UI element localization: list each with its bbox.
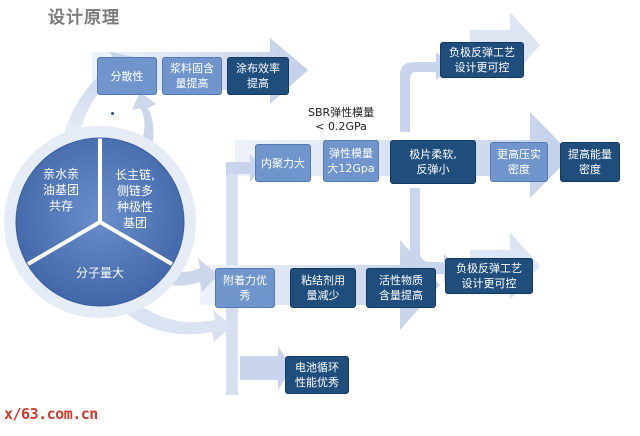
cycle-segment-long-chain: 长主链, 侧链多 种极性 基团 [115,168,155,230]
box-sheet-soft: 极片柔软, 反弹小 [390,140,476,184]
arrow-curve-mid [132,92,156,152]
box-binder-less: 粘结剂用 量减少 [290,268,356,308]
marker-dot [111,112,114,115]
arrow-into-cohesion [226,154,262,182]
box-slurry-solid: 浆料固含 量提高 [162,57,222,95]
box-adhesion: 附着力优 秀 [215,268,275,308]
cycle-segment-hydrophilic: 亲水亲 油基团 共存 [42,167,79,213]
cycle-segment-molecular-weight: 分子量大 [75,265,124,280]
watermark: x/63.com.cn [4,405,98,423]
sbr-modulus-note: SBR弹性模量 < 0.2GPa [308,106,375,133]
box-higher-compaction: 更高压实 密度 [490,142,548,182]
box-coating-efficiency: 涂布效率 提高 [227,57,289,95]
box-active-content: 活性物质 含量提高 [366,268,436,308]
box-rebound-top: 负极反弹工艺 设计更可控 [440,42,524,78]
box-energy-density: 提高能量 密度 [560,142,620,182]
page-title: 设计原理 [48,8,120,28]
arrow-curve-bottom [122,298,232,342]
box-cohesion: 内聚力大 [255,144,311,182]
arrow-branch-up [400,52,452,132]
box-battery-cycle: 电池循环 性能优秀 [285,356,349,394]
box-rebound-bottom: 负极反弹工艺 设计更可控 [445,258,533,294]
arrow-battery-cycle [240,346,292,390]
box-dispersibility: 分散性 [97,57,157,95]
cycle-diagram [4,126,196,318]
box-elastic-modulus: 弹性模量 大12Gpa [323,140,379,182]
